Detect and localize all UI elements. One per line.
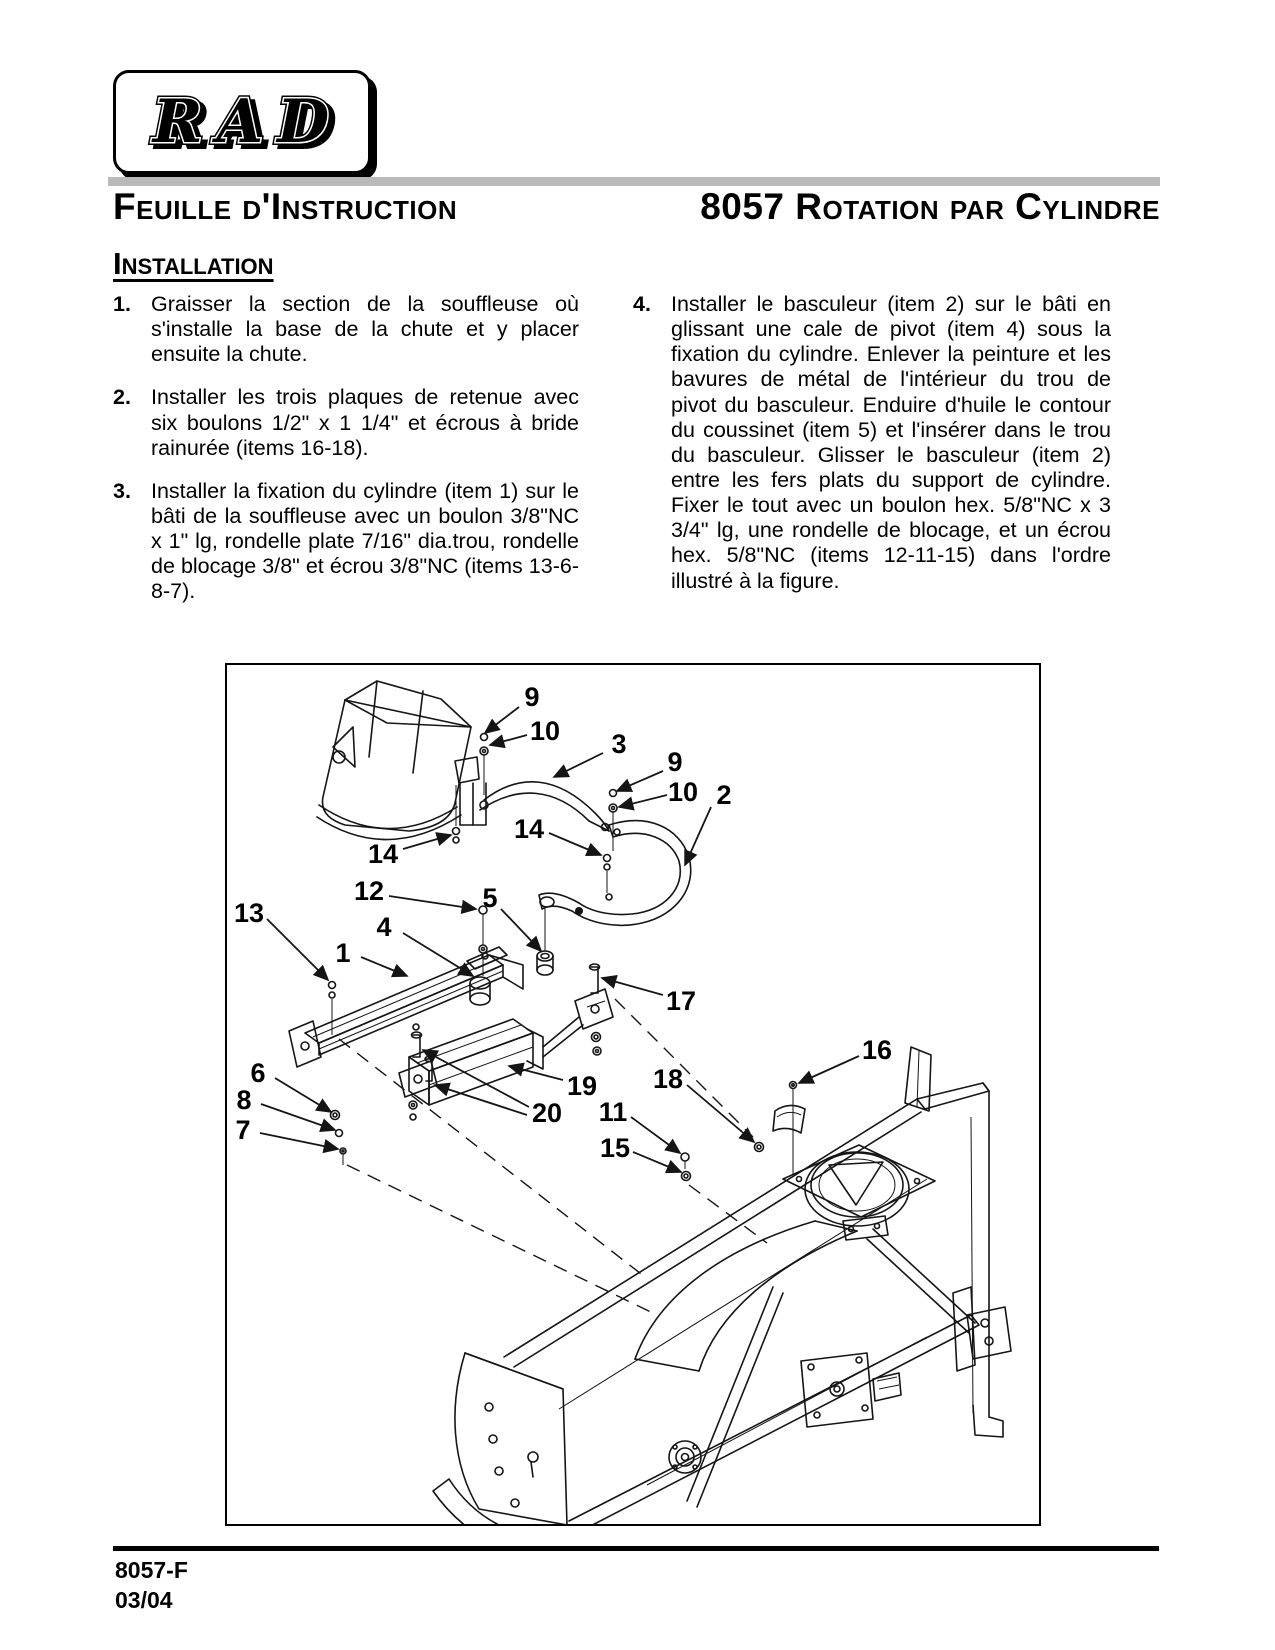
callout-leader-19 — [507, 1062, 564, 1081]
instruction-number: 1. — [113, 292, 131, 316]
callout-leader-2 — [684, 806, 712, 867]
instruction-item-3: 3. Installer la fixation du cylindre (it… — [113, 479, 579, 605]
callout-label-20: 20 — [532, 1098, 562, 1128]
callout-leader-1 — [360, 956, 409, 978]
callout-leader-14 — [402, 832, 453, 850]
callout-leader-5 — [500, 908, 543, 953]
instruction-text: Installer le basculeur (item 2) sur le b… — [671, 292, 1111, 593]
callout-label-4: 4 — [376, 912, 391, 942]
instructions-left-column: 1. Graisser la section de la souffleuse … — [113, 292, 579, 605]
callout-label-14: 14 — [368, 839, 398, 869]
instruction-text: Graisser la section de la souffleuse où … — [151, 292, 579, 367]
callout-leader-10 — [488, 734, 528, 749]
callout-leader-14 — [548, 832, 603, 857]
callout-label-19: 19 — [567, 1071, 597, 1101]
callout-label-9: 9 — [524, 682, 539, 712]
doc-title-right: 8057 Rotation par Cylindre — [700, 186, 1160, 227]
rad-logo-text: RAD RAD RAD RAD RAD — [150, 87, 349, 161]
callout-leader-9 — [615, 770, 664, 792]
callout-leader-13 — [266, 918, 330, 982]
callout-label-10: 10 — [530, 716, 560, 746]
callout-leader-18 — [686, 1084, 756, 1144]
callout-leader-6 — [274, 1077, 333, 1113]
callout-label-18: 18 — [653, 1064, 683, 1094]
callout-leader-8 — [260, 1103, 337, 1133]
bolts-11-15-16-18 — [680, 1080, 806, 1244]
footer-rule — [113, 1546, 1159, 1551]
callout-label-2: 2 — [716, 780, 731, 810]
rad-logo: RAD RAD RAD RAD RAD — [113, 70, 371, 174]
instruction-item-1: 1. Graisser la section de la souffleuse … — [113, 292, 579, 367]
callout-label-12: 12 — [354, 876, 384, 906]
chute-flange-ring — [782, 1144, 936, 1241]
callout-label-14: 14 — [514, 814, 544, 844]
instruction-text: Installer la fixation du cylindre (item … — [151, 478, 579, 604]
instruction-text: Installer les trois plaques de retenue a… — [151, 385, 579, 460]
title-row: Feuille d'Instruction 8057 Rotation par … — [113, 186, 1160, 228]
callout-leader-12 — [388, 895, 478, 914]
callout-leader-15 — [632, 1151, 683, 1174]
callout-label-15: 15 — [600, 1133, 630, 1163]
callout-label-3: 3 — [611, 729, 626, 759]
instructions-right-column: 4. Installer le basculeur (item 2) sur l… — [633, 292, 1111, 594]
callout-label-5: 5 — [482, 883, 497, 913]
fasteners-upper — [451, 732, 618, 976]
callout-label-17: 17 — [666, 986, 696, 1016]
bolts-6-8-7 — [329, 1109, 347, 1165]
callout-leader-3 — [552, 752, 604, 778]
pivot-spacer-and-bushing — [469, 908, 554, 1006]
callout-label-1: 1 — [335, 938, 350, 968]
callout-label-8: 8 — [236, 1085, 251, 1115]
callout-leader-4 — [402, 932, 475, 977]
header-divider-bar — [108, 177, 1160, 186]
instruction-number: 3. — [113, 478, 131, 503]
bolt-13 — [327, 980, 337, 1035]
doc-title-left: Feuille d'Instruction — [113, 186, 458, 227]
upper-strap — [479, 781, 610, 832]
doc-number: 8057-F — [115, 1557, 188, 1583]
callout-label-10: 10 — [668, 777, 698, 807]
cylinder-mount-bar — [288, 946, 524, 1068]
callout-leader-17 — [600, 974, 664, 996]
blower-housing — [432, 1046, 1012, 1524]
callout-label-7: 7 — [235, 1115, 250, 1145]
callout-label-16: 16 — [862, 1035, 892, 1065]
instruction-item-2: 2. Installer les trois plaques de retenu… — [113, 385, 579, 460]
callout-leader-16 — [797, 1055, 860, 1084]
callout-label-11: 11 — [599, 1097, 628, 1127]
instruction-number: 2. — [113, 385, 131, 410]
callout-label-13: 13 — [234, 898, 264, 928]
callout-leader-20 — [433, 1082, 528, 1116]
callout-leader-11 — [630, 1116, 682, 1155]
callout-leader-9 — [483, 706, 520, 735]
footer-text: 8057-F 03/04 — [115, 1556, 188, 1616]
hydraulic-cylinder — [398, 963, 614, 1121]
instruction-number: 4. — [633, 292, 651, 316]
chute-deflector — [316, 680, 487, 841]
callout-label-6: 6 — [250, 1058, 265, 1088]
rotation-band — [538, 819, 692, 927]
section-heading: Installation — [113, 246, 274, 281]
alignment-dashed-lines — [338, 998, 754, 1316]
doc-date: 03/04 — [115, 1586, 173, 1613]
instruction-item-4: 4. Installer le basculeur (item 2) sur l… — [633, 292, 1111, 594]
callout-leader-20 — [421, 1049, 530, 1108]
callout-label-9: 9 — [667, 747, 682, 777]
callout-leader-10 — [617, 794, 668, 811]
callout-leader-7 — [259, 1132, 340, 1154]
